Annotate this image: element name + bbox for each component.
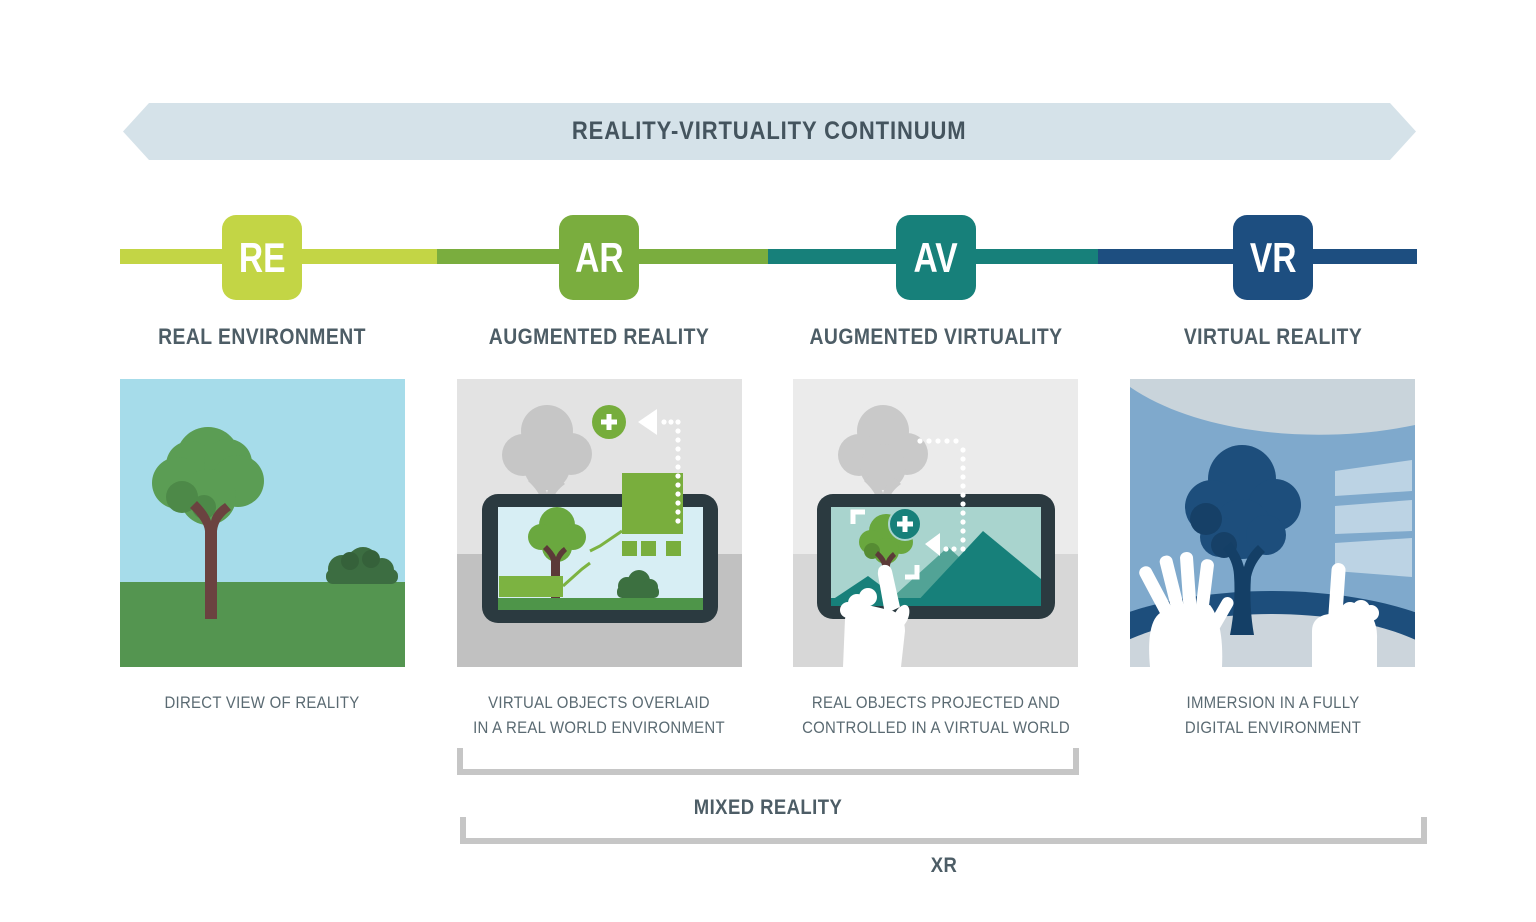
stage-label-real-environment: REAL ENVIRONMENT (158, 324, 366, 349)
screen-bush-icon (617, 570, 659, 598)
callout-lines (561, 529, 623, 588)
virtual-object-tiles (622, 541, 681, 556)
info-bar (499, 576, 563, 597)
virtual-panels (1335, 460, 1412, 577)
badge-av-text: AV (913, 233, 959, 281)
tree-icon (152, 427, 264, 619)
screen-scene (498, 507, 703, 610)
dotted-path (917, 438, 966, 552)
stage-label-virtual-reality: VIRTUAL REALITY (1183, 324, 1363, 349)
caption-augmented-reality: VIRTUAL OBJECTS OVERLAID IN A REAL WORLD… (458, 690, 740, 740)
dotted-path (661, 419, 681, 524)
badge-vr-text: VR (1249, 233, 1297, 281)
caption-line: CONTROLLED IN A VIRTUAL WORLD (802, 718, 1070, 737)
badge-re: RE (222, 215, 302, 300)
caption-line: REAL OBJECTS PROJECTED AND (811, 693, 1061, 712)
real-environment-illustration (120, 379, 405, 667)
selection-brackets (850, 509, 920, 580)
mixed-reality-label: MIXED REALITY (693, 796, 843, 819)
open-hand-icon (1139, 551, 1234, 667)
arrow-left-icon (925, 533, 940, 556)
badge-ar-text: AR (574, 233, 624, 281)
background-tree-icon (502, 405, 592, 554)
add-icon-plus (897, 516, 913, 532)
screen-tree-icon (528, 507, 586, 598)
add-icon (592, 405, 626, 439)
stage-label-augmented-virtuality: AUGMENTED VIRTUALITY (809, 324, 1063, 349)
virtual-object-square (622, 473, 683, 534)
virtual-reality-illustration (1130, 379, 1415, 667)
pointing-hand-icon (1312, 563, 1379, 667)
badge-vr: VR (1233, 215, 1313, 300)
banner-arrow: REALITY-VIRTUALITY CONTINUUM (123, 103, 1416, 160)
caption-real-environment: DIRECT VIEW OF REALITY (121, 690, 403, 715)
panel-augmented-reality (457, 379, 742, 667)
mixed-reality-bracket (457, 748, 1079, 775)
caption-line: DIRECT VIEW OF REALITY (164, 693, 360, 712)
background-tree-icon (838, 405, 928, 554)
badge-av: AV (896, 215, 976, 300)
panel-virtual-reality (1130, 379, 1415, 667)
caption-line: DIGITAL ENVIRONMENT (1184, 718, 1362, 737)
dome-ceiling (1130, 379, 1415, 435)
xr-bracket (460, 817, 1427, 844)
caption-line: IN A REAL WORLD ENVIRONMENT (473, 718, 725, 737)
stage-label-augmented-reality: AUGMENTED REALITY (488, 324, 710, 349)
tree-icon (1185, 445, 1301, 635)
badge-ar: AR (559, 215, 639, 300)
panel-real-environment (120, 379, 405, 667)
augmented-virtuality-illustration (793, 379, 1078, 667)
bush-icon (326, 547, 398, 584)
arrow-left-icon (638, 409, 657, 435)
caption-augmented-virtuality: REAL OBJECTS PROJECTED AND CONTROLLED IN… (795, 690, 1077, 740)
pointing-hand-icon (840, 564, 910, 667)
caption-line: IMMERSION IN A FULLY (1186, 693, 1360, 712)
caption-line: VIRTUAL OBJECTS OVERLAID (488, 693, 710, 712)
caption-virtual-reality: IMMERSION IN A FULLY DIGITAL ENVIRONMENT (1132, 690, 1414, 740)
augmented-reality-illustration (457, 379, 742, 667)
badge-re-text: RE (238, 233, 286, 281)
xr-label: XR (930, 854, 958, 877)
panel-augmented-virtuality (793, 379, 1078, 667)
banner-title: REALITY-VIRTUALITY CONTINUUM (572, 117, 967, 145)
